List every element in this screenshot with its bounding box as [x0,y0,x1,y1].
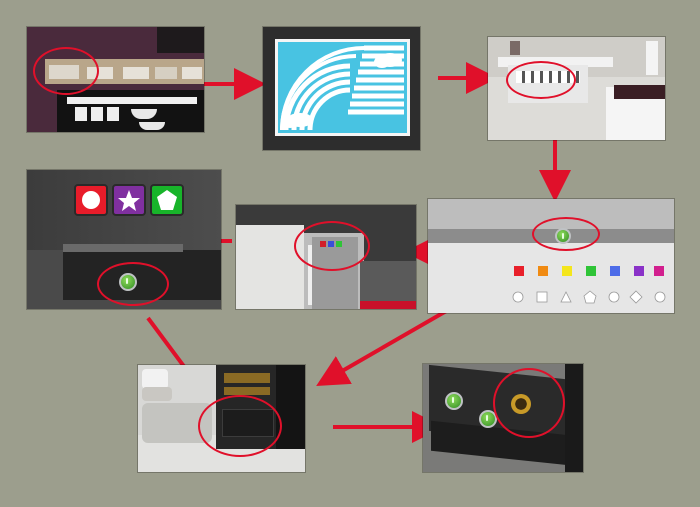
circle-icon [608,291,620,303]
counter-top [63,244,183,252]
bowl [131,109,157,119]
hint-circle [33,47,99,95]
triangle-icon [560,291,572,303]
hint-circle [294,221,370,271]
symbol-star [112,184,146,216]
peg-magenta [654,266,664,276]
peg-yellow [562,266,572,276]
cabinet-shelf-item [67,97,197,104]
shape-row [512,290,666,304]
lamp [510,41,520,55]
star-icon [118,190,140,211]
hint-circle [506,61,576,99]
hint-circle [532,217,600,251]
step-6-panel [27,170,221,309]
drawing-board [275,39,410,136]
step-3-panel [488,37,665,140]
pentagon-icon [583,290,597,304]
cloud-icon [374,53,402,68]
circle-icon [512,291,524,303]
square-icon [536,291,548,303]
rainbow-arcs [280,45,404,131]
peg-blue [610,266,620,276]
cabinet-side [276,365,305,449]
step-7-panel [138,365,305,472]
pentagon-icon [157,190,177,210]
red-rug [360,301,416,309]
hint-circle [198,395,282,457]
green-button [445,392,463,410]
symbol-pentagon [150,184,184,216]
step-1-panel [27,27,204,132]
step-2-panel [263,27,420,150]
circle-icon [654,291,666,303]
peg-purple [634,266,644,276]
symbol-circle [74,184,108,216]
oven-panel [224,373,270,383]
cushion [142,387,172,401]
step-4-panel [428,199,674,313]
diamond-icon [629,290,643,304]
shelf-box [123,67,149,79]
wall-left [236,225,304,309]
fridge-handle [308,245,312,305]
upper-cabinet [157,27,204,53]
bed-cover [614,85,665,99]
step-5-panel [236,205,416,309]
hint-circle [97,262,169,306]
cushion [142,369,168,389]
oven-panel [224,387,270,395]
jar [75,107,87,121]
peg-orange [538,266,548,276]
hint-circle [493,368,565,438]
peg-green [586,266,596,276]
shelf-box [155,67,177,79]
drawer-rail [565,364,583,472]
jar [91,107,103,121]
bowl [139,122,165,130]
peg-red [514,266,524,276]
circle-icon [82,191,100,209]
cloud-icon [282,113,313,128]
color-peg-row [514,250,664,284]
shelf-box [182,67,202,79]
panel-face [428,243,674,313]
arrow-4-to-7 [316,308,449,386]
shelf-unit [646,41,658,75]
step-8-panel [423,364,583,472]
jar [107,107,119,121]
